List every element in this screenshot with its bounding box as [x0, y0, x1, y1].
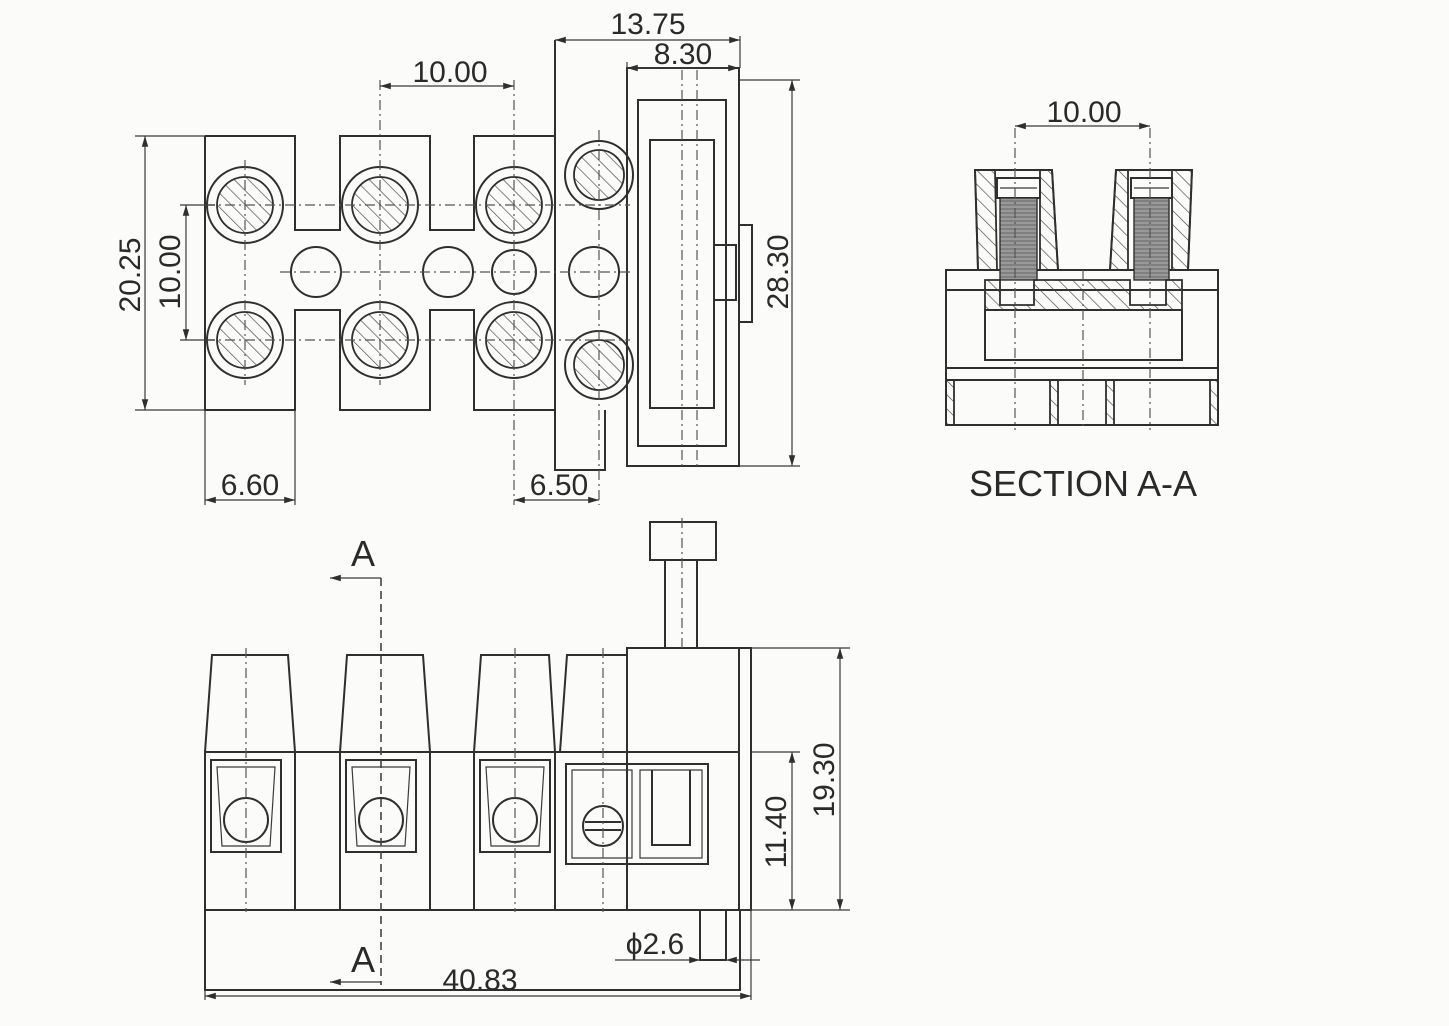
front-view: A A 19.30 11.40 ϕ2.6 40.83: [204, 518, 850, 1000]
dim-10-00-pitch: 10.00: [412, 56, 487, 89]
dim-28-30: 28.30: [762, 234, 795, 309]
section-marker-bottom: A: [351, 939, 375, 980]
dim-13-75: 13.75: [610, 8, 685, 41]
dim-11-40: 11.40: [760, 796, 793, 869]
dim-8-30: 8.30: [654, 38, 712, 71]
section-title: SECTION A-A: [969, 463, 1197, 504]
dim-6-50: 6.50: [530, 469, 588, 502]
release-button-head: [649, 521, 717, 561]
dim-19-30: 19.30: [808, 742, 841, 817]
housing-rect: [626, 67, 740, 467]
dim-40-83: 40.83: [442, 964, 517, 997]
dim-10-00-inner: 10.00: [154, 234, 187, 309]
screw-grid: [206, 140, 634, 400]
top-body-outline: [204, 40, 606, 471]
dim-pin-diameter: ϕ2.6: [626, 928, 685, 961]
terminal-windows: [210, 759, 709, 865]
section-view: 10.00 SECTION A-A: [945, 96, 1219, 504]
dim-20-25: 20.25: [114, 237, 147, 312]
top-view: 13.75 8.30 10.00 20.25 10.00 28.30 6.60 …: [114, 8, 800, 505]
dim-6-60: 6.60: [221, 469, 279, 502]
section-marker-top: A: [351, 533, 375, 574]
section-dim-10-00: 10.00: [1046, 96, 1121, 129]
